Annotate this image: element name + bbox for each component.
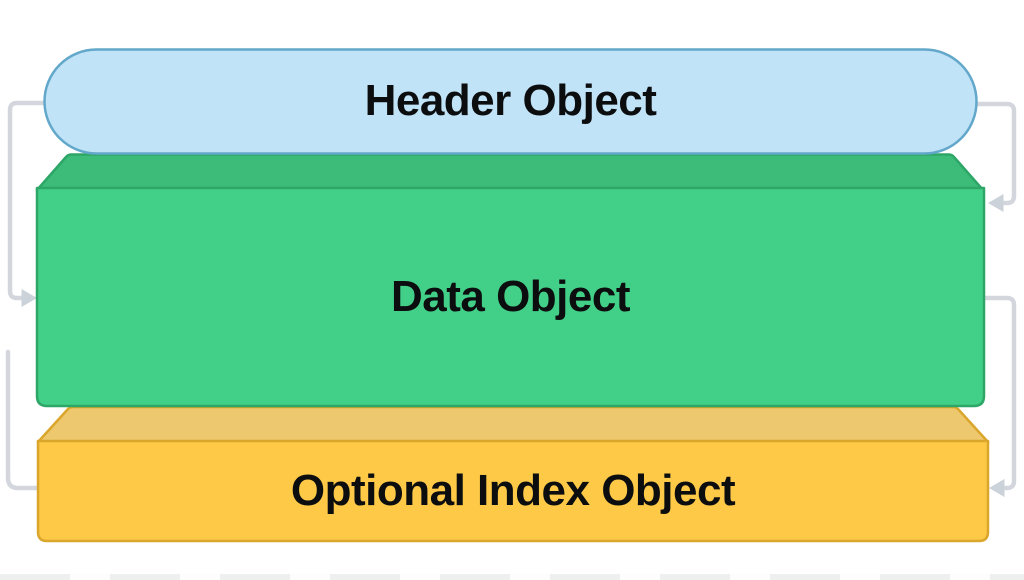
- bottom-edge-artifact: [0, 574, 1024, 580]
- connector-header-to-data-right: [974, 101, 1017, 212]
- connector-line: [7, 100, 48, 301]
- connector-line: [983, 295, 1017, 491]
- arrow-left-icon: [989, 479, 1005, 497]
- connector-data-to-index-right: [983, 295, 1017, 497]
- index-box-top-face: [36, 405, 990, 444]
- data-box-top-face: [35, 153, 985, 192]
- index-box-front-face: [36, 439, 990, 543]
- optional-index-object-shape: [36, 405, 990, 543]
- connector-header-to-data-left: [7, 100, 48, 307]
- connector-line: [974, 101, 1017, 206]
- data-box-front-face: [35, 186, 986, 408]
- data-object-shape: [35, 153, 986, 408]
- connector-line: [5, 349, 45, 491]
- arrow-right-icon: [21, 289, 37, 307]
- connector-data-to-index-left: [5, 349, 45, 491]
- header-pill-shape: [43, 48, 978, 155]
- arrow-left-icon: [988, 194, 1004, 212]
